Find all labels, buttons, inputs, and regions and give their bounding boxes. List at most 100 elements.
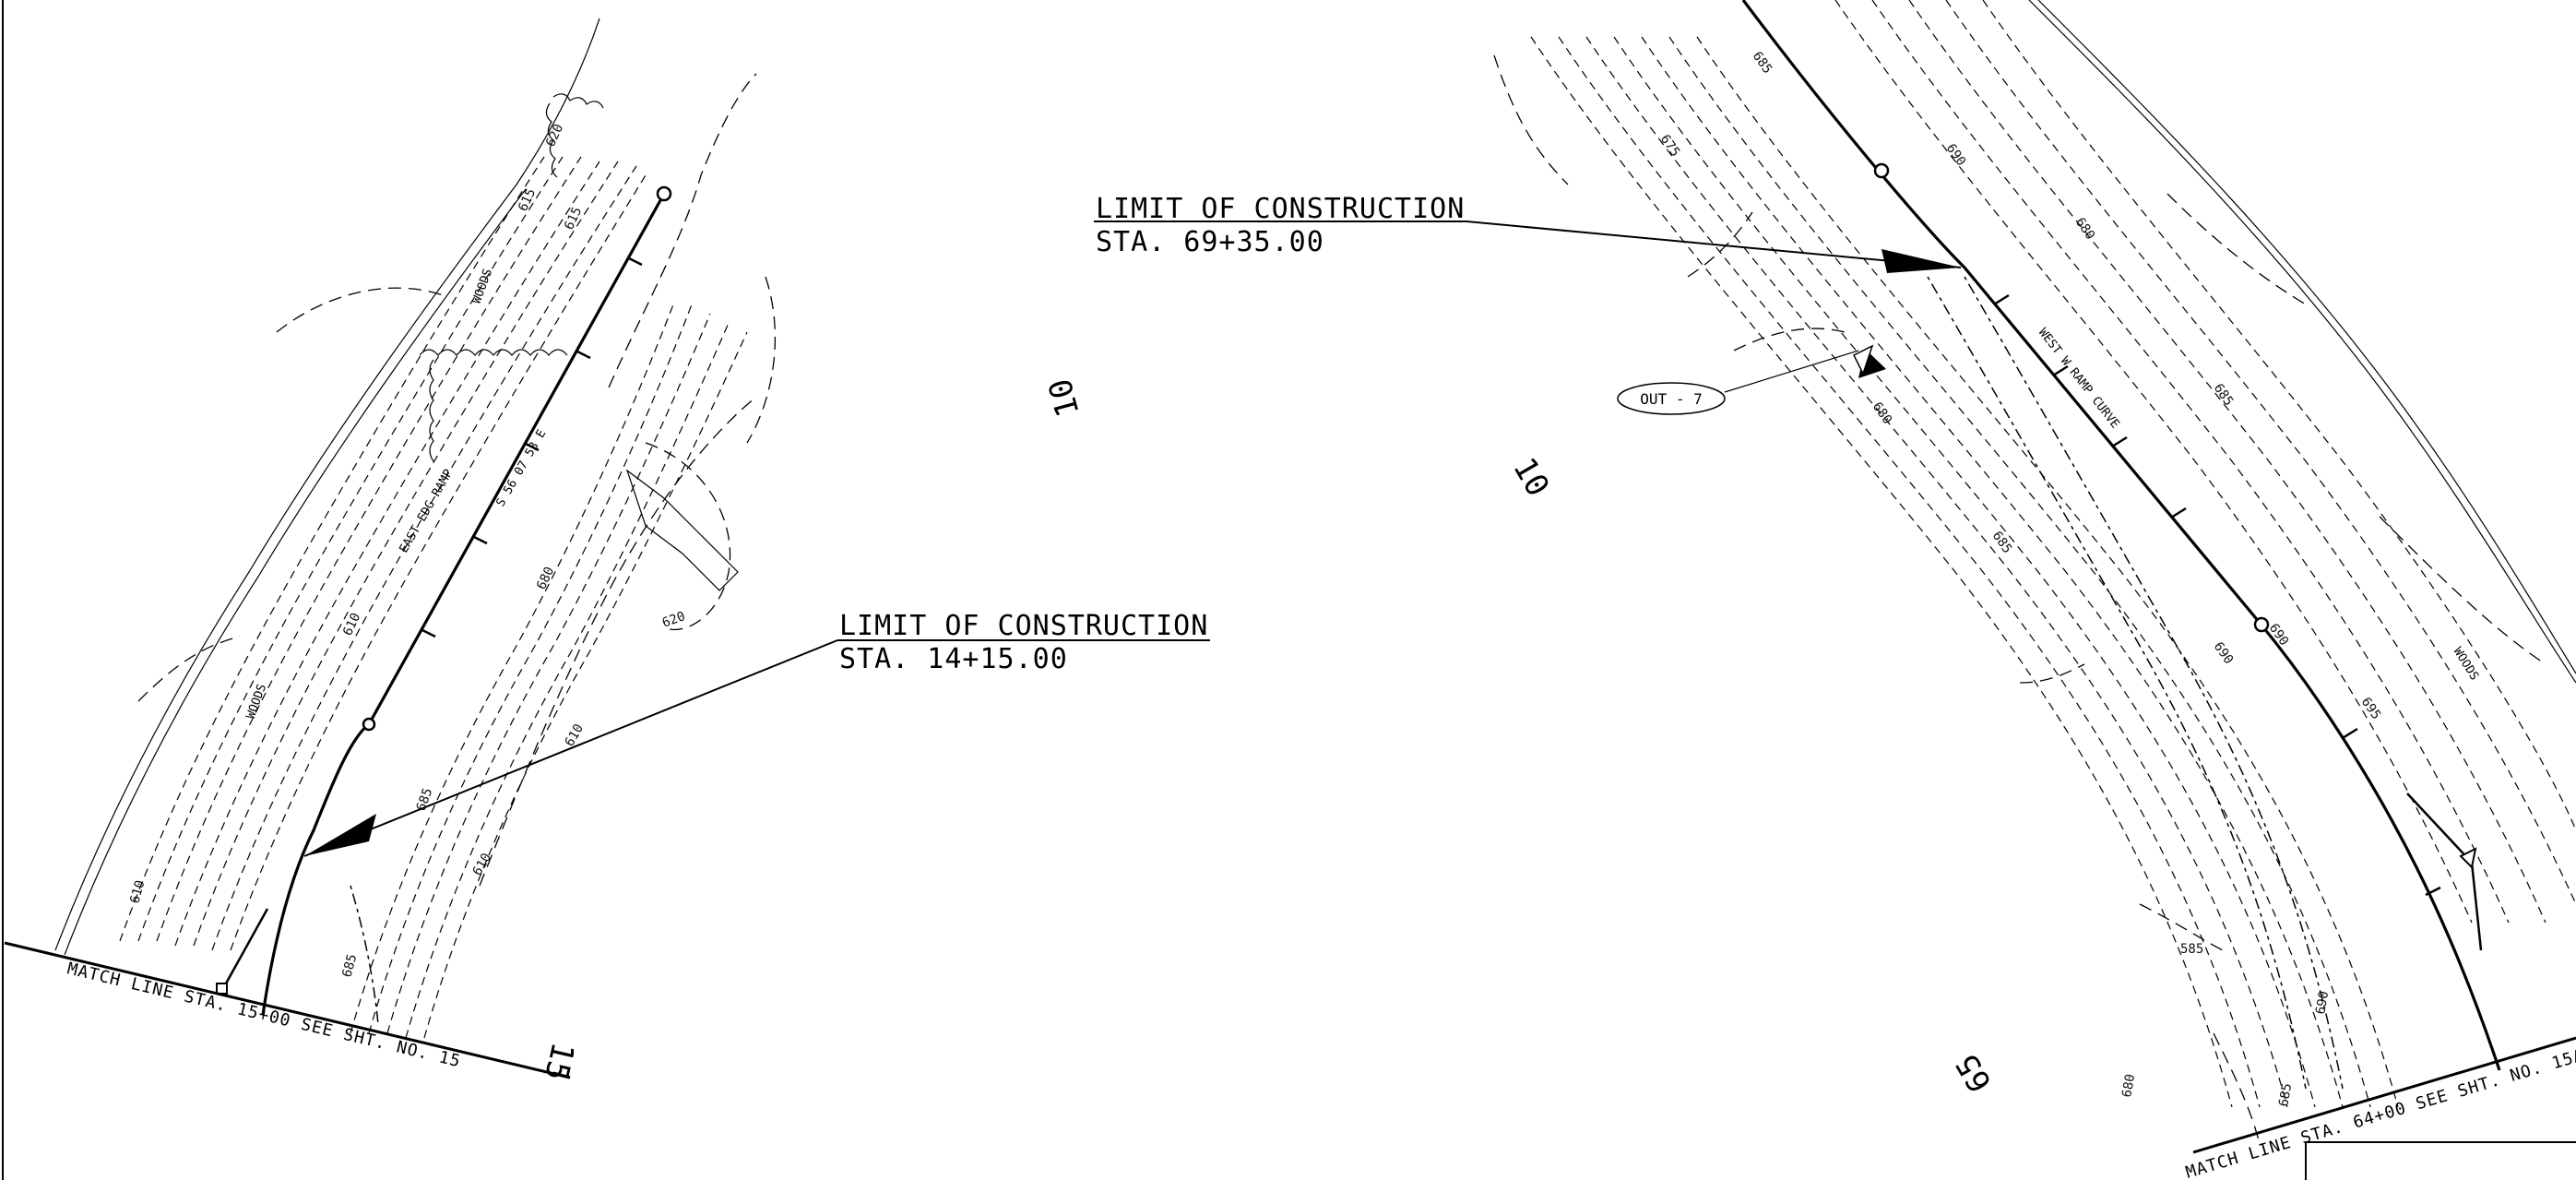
right-ditch-line-2 <box>1964 276 2344 1090</box>
left-contour-label-5: 685 <box>414 786 436 813</box>
right-contour-label-9: 690 <box>2211 639 2237 667</box>
left-contour-label-7: 610 <box>127 878 148 905</box>
left-woods-treeline-2 <box>545 93 604 178</box>
left-contour-11 <box>405 322 730 1039</box>
right-contour-label-6: 675 <box>1657 132 1683 160</box>
right-contour-14 <box>1687 211 1753 278</box>
left-contour-6 <box>211 165 637 951</box>
left-contour-label-2: 615 <box>562 205 585 232</box>
callout-69-leader <box>1094 221 1962 268</box>
right-contour-15 <box>1733 328 1846 352</box>
left-centerline[interactable] <box>261 193 666 1016</box>
left-contour-4 <box>174 161 600 947</box>
callout-sta-14-15[interactable]: LIMIT OF CONSTRUCTION STA. 14+15.00 <box>303 610 1210 857</box>
match-line-left-end <box>552 1071 571 1079</box>
left-ditch-line <box>350 885 379 1025</box>
right-contour-12 <box>1982 0 2576 831</box>
match-line-left <box>4 941 571 1079</box>
left-contour-13 <box>479 396 757 887</box>
left-contour-7 <box>230 174 647 951</box>
title-block-corner <box>2305 1141 2576 1180</box>
right-contour-label-3: 680 <box>2072 215 2098 243</box>
left-centerline-pc[interactable] <box>362 717 376 732</box>
left-contour-2 <box>137 156 564 942</box>
callout-14-line1: LIMIT OF CONSTRUCTION <box>839 610 1208 642</box>
left-contour-12 <box>423 331 748 1039</box>
left-contour-label-3: 620 <box>543 122 566 149</box>
right-station-ticks <box>1993 293 2441 897</box>
left-drainage-structure <box>625 469 739 591</box>
right-contour-label-14: 680 <box>2119 1073 2138 1099</box>
left-station-ticks <box>420 256 643 638</box>
right-contour-1 <box>1530 36 2233 1108</box>
station-10-label-a: 10 <box>1041 375 1086 421</box>
match-line-right-label: MATCH LINE STA. 64+00 SEE SHT. NO. 15A <box>2183 1045 2576 1180</box>
right-contour-label-8: 685 <box>1989 529 2015 556</box>
right-contour-19 <box>2166 193 2307 305</box>
match-line-right-group: MATCH LINE STA. 64+00 SEE SHT. NO. 15A <box>2183 1036 2576 1180</box>
right-contour-label-2: 690 <box>1943 141 1969 169</box>
callout-14-leader <box>303 639 838 857</box>
left-contour-label-8: 685 <box>339 952 360 979</box>
left-centerline-pi-top[interactable] <box>656 185 672 202</box>
right-contour-13 <box>1493 54 1569 185</box>
left-contour-label-1: 610 <box>340 611 363 638</box>
right-contour-label-11: 585 <box>2180 942 2203 957</box>
right-contour-20 <box>2379 516 2546 665</box>
structure-triangle-outline <box>1852 344 1874 375</box>
right-contour-17 <box>2139 903 2224 951</box>
left-edge-line <box>54 18 600 951</box>
match-line-right <box>2192 1036 2576 1154</box>
right-contour-5 <box>1641 36 2344 1108</box>
right-centerline-pc[interactable] <box>2253 616 2270 633</box>
right-contour-label-12: 690 <box>2313 990 2332 1016</box>
right-contour-6 <box>1668 36 2371 1108</box>
left-contour-3 <box>156 156 582 942</box>
left-contour-18 <box>746 276 777 444</box>
right-contour-4 <box>1613 36 2316 1108</box>
right-contour-label-4: 685 <box>2211 381 2237 409</box>
left-ramp-label: EAST EDG RAMP <box>397 467 456 555</box>
left-contour-label-9: 610 <box>563 721 588 749</box>
right-spur-triangle <box>2459 847 2477 870</box>
match-line-left-label: MATCH LINE STA. 15+00 SEE SHT. NO. 15 <box>65 959 463 1071</box>
right-centerline-pi-top[interactable] <box>1873 162 1890 179</box>
left-contour-label-11: 620 <box>660 609 687 631</box>
left-contour-1 <box>119 156 545 942</box>
callout-sta-69-35[interactable]: LIMIT OF CONSTRUCTION STA. 69+35.00 <box>1094 193 1962 273</box>
bubble-leader <box>1724 350 1859 393</box>
left-woods-treeline <box>419 349 568 462</box>
left-spur-line <box>220 908 269 993</box>
right-contour-3 <box>1585 36 2288 1108</box>
left-contour-14 <box>608 73 757 388</box>
right-contour-18 <box>2213 1032 2261 1145</box>
callout-14-arrowhead <box>304 814 376 856</box>
callout-69-arrowhead <box>1882 249 1961 273</box>
left-edge-line-2 <box>64 188 527 956</box>
callout-14-line2: STA. 14+15.00 <box>839 643 1068 675</box>
right-contour-label-13: 685 <box>2276 1082 2295 1108</box>
reference-bubble-label: OUT - 7 <box>1640 390 1702 408</box>
right-contour-9 <box>1871 0 2510 924</box>
right-contour-label-10: 695 <box>2358 695 2384 722</box>
left-contour-15 <box>645 442 731 631</box>
left-area: S 56 07 53 E EAST EDG RAMP WOODS WOODS 6… <box>54 18 777 1039</box>
left-contour-label-6: 610 <box>470 851 495 878</box>
right-contour-label-5: 690 <box>2266 621 2292 649</box>
left-contour-5 <box>193 161 619 947</box>
right-centerline[interactable] <box>1741 0 2501 1071</box>
right-contour-16 <box>2019 663 2085 684</box>
right-contour-11 <box>1945 0 2576 905</box>
right-edge-line <box>2028 0 2576 684</box>
left-contour-8 <box>350 304 674 1034</box>
right-contour-10 <box>1908 0 2546 924</box>
right-contour-7 <box>1696 36 2399 1108</box>
right-edge-line-2 <box>2037 0 2576 674</box>
right-curve-label: WEST W RAMP CURVE <box>2036 326 2122 431</box>
reference-bubble[interactable] <box>1617 382 1726 415</box>
station-65-label: 65 <box>1949 1047 2000 1098</box>
callout-69-line1: LIMIT OF CONSTRUCTION <box>1096 193 1465 225</box>
left-woods-label-b: WOODS <box>244 682 269 721</box>
station-15-label: 15 <box>537 1039 581 1084</box>
